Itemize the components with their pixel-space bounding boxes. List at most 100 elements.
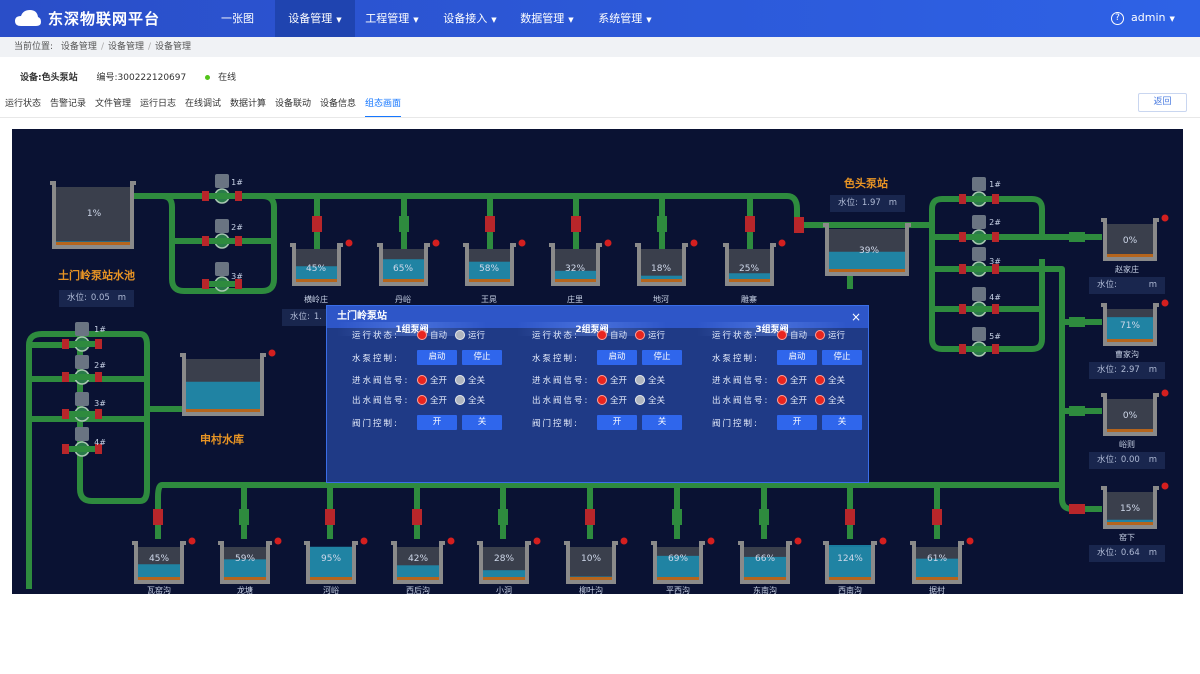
breadcrumb-item[interactable]: 设备管理 bbox=[107, 42, 144, 52]
valve-close-button[interactable]: 关 bbox=[822, 415, 862, 430]
tab[interactable]: 运行状态 bbox=[5, 99, 42, 109]
device-name: 设备:色头泵站 bbox=[20, 73, 78, 83]
valve-icon bbox=[95, 444, 102, 454]
tank-percent: 58% bbox=[478, 264, 500, 274]
tank-percent: 25% bbox=[738, 264, 760, 274]
valve-close-button[interactable]: 关 bbox=[642, 415, 682, 430]
tab[interactable]: 组态画面 bbox=[365, 98, 402, 118]
tank bbox=[568, 547, 614, 582]
valve-open-button[interactable]: 开 bbox=[597, 415, 637, 430]
control-row: 运行状态:自动运行 bbox=[337, 328, 517, 342]
control-row: 出水阀信号:全开全关 bbox=[517, 393, 697, 407]
tank-wall bbox=[910, 541, 964, 584]
pump-stop-button[interactable]: 停止 bbox=[462, 350, 502, 365]
tab[interactable]: 告警记录 bbox=[50, 99, 87, 109]
nav-item[interactable]: 系统管理▼ bbox=[585, 0, 665, 37]
pump-start-button[interactable]: 启动 bbox=[777, 350, 817, 365]
indicator-label: 全关 bbox=[828, 396, 846, 406]
tank-water bbox=[727, 273, 772, 282]
tank-name: 瓦窑沟 bbox=[147, 586, 171, 594]
nav-item-label: 设备接入 bbox=[443, 12, 488, 25]
level-unit: m bbox=[1148, 455, 1157, 465]
tank-percent: 45% bbox=[305, 264, 327, 274]
pump-icon bbox=[75, 355, 89, 369]
tank-percent: 15% bbox=[1119, 504, 1141, 514]
tank-water bbox=[184, 381, 262, 412]
water-level-readout: 水位:m bbox=[1089, 277, 1165, 294]
device-info: 设备:色头泵站 编号:300222120697 在线 bbox=[20, 70, 252, 83]
valve-icon bbox=[992, 344, 999, 354]
tank-water bbox=[222, 559, 268, 580]
valve-close-button[interactable]: 关 bbox=[462, 415, 502, 430]
breadcrumb-item[interactable]: 设备管理 bbox=[155, 42, 192, 52]
valve-icon bbox=[672, 509, 682, 525]
alarm-icon bbox=[268, 349, 276, 357]
pump-id-label: 1# bbox=[94, 325, 106, 334]
nav-item[interactable]: 一张图 bbox=[210, 0, 265, 37]
row-label: 出水阀信号: bbox=[712, 396, 770, 406]
nav-item-label: 一张图 bbox=[221, 12, 254, 25]
tank-sediment bbox=[655, 577, 701, 582]
pump-icon bbox=[75, 322, 89, 336]
tank-sediment bbox=[742, 577, 788, 582]
tab[interactable]: 文件管理 bbox=[95, 99, 132, 109]
pump-icon bbox=[215, 174, 229, 188]
status-indicator-icon bbox=[815, 395, 825, 405]
tank-name: 地河 bbox=[653, 295, 669, 304]
valve-icon bbox=[235, 279, 242, 289]
control-row: 运行状态:自动运行 bbox=[517, 328, 697, 342]
tab[interactable]: 数据计算 bbox=[230, 99, 267, 109]
breadcrumb-item[interactable]: 设备管理 bbox=[60, 42, 97, 52]
valve-icon bbox=[312, 216, 322, 232]
indicator-label: 运行 bbox=[828, 331, 846, 341]
tank-wall bbox=[477, 541, 531, 584]
control-row: 出水阀信号:全开全关 bbox=[337, 393, 517, 407]
valve-icon bbox=[325, 509, 335, 525]
tab[interactable]: 运行日志 bbox=[140, 99, 177, 109]
tab[interactable]: 设备信息 bbox=[320, 99, 357, 109]
level-value: 1.97 bbox=[861, 198, 881, 208]
station-name: 色头泵站 bbox=[844, 177, 888, 190]
water-pipe bbox=[77, 334, 150, 504]
alarm-icon bbox=[1161, 214, 1169, 222]
device-status: 在线 bbox=[218, 73, 237, 83]
tank-sediment bbox=[639, 279, 684, 284]
pump-stop-button[interactable]: 停止 bbox=[642, 350, 682, 365]
control-row: 进水阀信号:全开全关 bbox=[517, 373, 697, 387]
nav-item-label: 设备管理 bbox=[288, 12, 333, 25]
help-icon[interactable]: ? bbox=[1111, 12, 1124, 25]
tank-percent: 0% bbox=[1122, 236, 1138, 246]
control-row: 运行状态:自动运行 bbox=[697, 328, 877, 342]
pump-start-button[interactable]: 启动 bbox=[597, 350, 637, 365]
pump-start-button[interactable]: 启动 bbox=[417, 350, 457, 365]
alarm-icon bbox=[1161, 299, 1169, 307]
tank-name: 河峪 bbox=[323, 586, 339, 594]
nav-item-label: 数据管理 bbox=[520, 12, 565, 25]
tab[interactable]: 设备联动 bbox=[275, 99, 312, 109]
nav-item[interactable]: 数据管理▼ bbox=[507, 0, 587, 37]
pump-icon bbox=[972, 177, 986, 191]
valve-open-button[interactable]: 开 bbox=[417, 415, 457, 430]
tank-percent: 69% bbox=[667, 554, 689, 564]
tank-sediment bbox=[568, 577, 614, 582]
user-menu[interactable]: admin▼ bbox=[1131, 11, 1175, 24]
pump-stop-button[interactable]: 停止 bbox=[822, 350, 862, 365]
nav-item[interactable]: 设备管理▼ bbox=[275, 0, 355, 37]
pump-icon bbox=[972, 327, 986, 341]
back-button[interactable]: 返回 bbox=[1138, 93, 1187, 112]
level-unit: m bbox=[1148, 548, 1157, 558]
tank-percent: 71% bbox=[1119, 321, 1141, 331]
close-icon[interactable]: × bbox=[850, 310, 861, 324]
tab[interactable]: 在线调试 bbox=[185, 99, 222, 109]
level-value: 0.05 bbox=[90, 293, 110, 303]
water-pipe bbox=[26, 331, 184, 589]
valve-icon bbox=[1069, 504, 1085, 514]
valve-icon bbox=[202, 279, 209, 289]
valve-open-button[interactable]: 开 bbox=[777, 415, 817, 430]
nav-item[interactable]: 设备接入▼ bbox=[430, 0, 510, 37]
indicator-label: 运行 bbox=[648, 331, 666, 341]
valve-icon bbox=[959, 304, 966, 314]
nav-item[interactable]: 工程管理▼ bbox=[352, 0, 432, 37]
tank-wall bbox=[180, 353, 266, 416]
